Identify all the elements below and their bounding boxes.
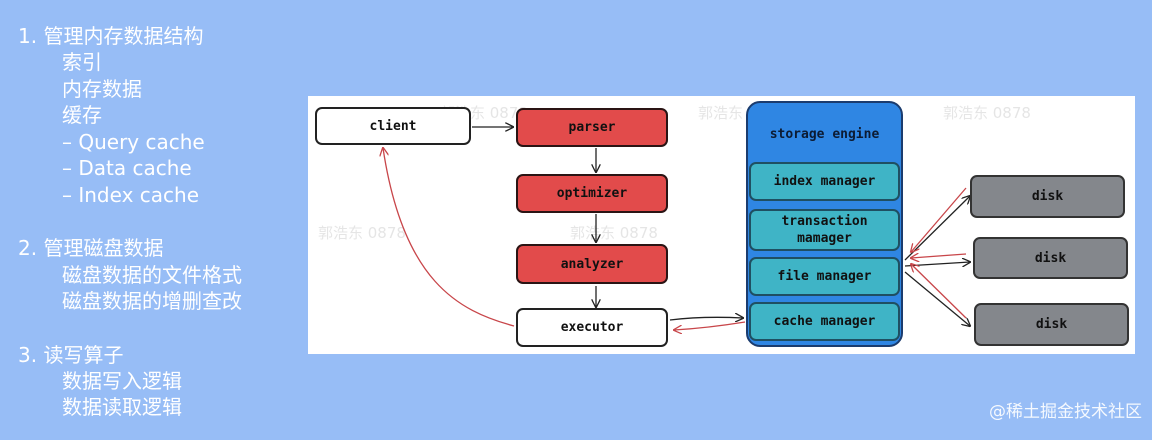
arrow-engine-disk1 bbox=[904, 196, 970, 261]
cache-manager-box: cache manager bbox=[749, 302, 900, 341]
arrow-engine-executor bbox=[674, 321, 746, 330]
parser-box: parser bbox=[516, 108, 668, 147]
storage-engine-title: storage engine bbox=[769, 127, 880, 142]
disk-box-1: disk bbox=[970, 175, 1125, 218]
arrow-engine-disk3 bbox=[904, 271, 970, 326]
architecture-diagram: 郭浩东 0878 郭浩东 0878 郭浩东 0878 郭浩东 0878 郭浩东 … bbox=[308, 96, 1135, 354]
section3-item-write: 数据写入逻辑 bbox=[62, 369, 182, 393]
site-watermark: @稀土掘金技术社区 bbox=[989, 402, 1142, 422]
storage-engine-container: storage engine index manager transaction… bbox=[746, 101, 903, 347]
section2-item-crud: 磁盘数据的增删查改 bbox=[62, 289, 242, 313]
analyzer-box: analyzer bbox=[516, 244, 668, 284]
optimizer-box: optimizer bbox=[516, 174, 668, 213]
arrow-disk1-engine bbox=[911, 187, 967, 252]
cache-item-query: – Query cache bbox=[62, 130, 205, 154]
section1-item-memory-data: 内存数据 bbox=[62, 77, 142, 101]
transaction-manager-box: transaction mamager bbox=[749, 209, 900, 251]
cache-item-index: – Index cache bbox=[62, 183, 200, 207]
section2-item-file-format: 磁盘数据的文件格式 bbox=[62, 263, 242, 287]
client-box: client bbox=[315, 107, 471, 145]
disk-box-2: disk bbox=[973, 237, 1128, 279]
cache-item-data: – Data cache bbox=[62, 156, 192, 180]
section3-title: 3. 读写算子 bbox=[18, 343, 124, 367]
arrow-engine-disk2 bbox=[904, 262, 970, 266]
file-manager-box: file manager bbox=[749, 257, 900, 296]
section3-item-read: 数据读取逻辑 bbox=[62, 395, 182, 419]
diagram-arrows bbox=[308, 96, 1135, 354]
section1-item-index: 索引 bbox=[62, 50, 102, 74]
arrow-disk2-engine bbox=[911, 254, 967, 258]
index-manager-box: index manager bbox=[749, 162, 900, 201]
outline-panel: 1. 管理内存数据结构 索引 内存数据 缓存 – Query cache – D… bbox=[0, 0, 300, 440]
section1-title: 1. 管理内存数据结构 bbox=[18, 24, 204, 48]
arrow-executor-client bbox=[383, 148, 515, 327]
section2-title: 2. 管理磁盘数据 bbox=[18, 236, 164, 260]
disk-box-3: disk bbox=[974, 303, 1129, 346]
executor-box: executor bbox=[516, 308, 668, 347]
arrow-executor-engine bbox=[669, 317, 743, 320]
section1-item-cache: 缓存 bbox=[62, 103, 102, 127]
arrow-disk3-engine bbox=[911, 264, 967, 319]
